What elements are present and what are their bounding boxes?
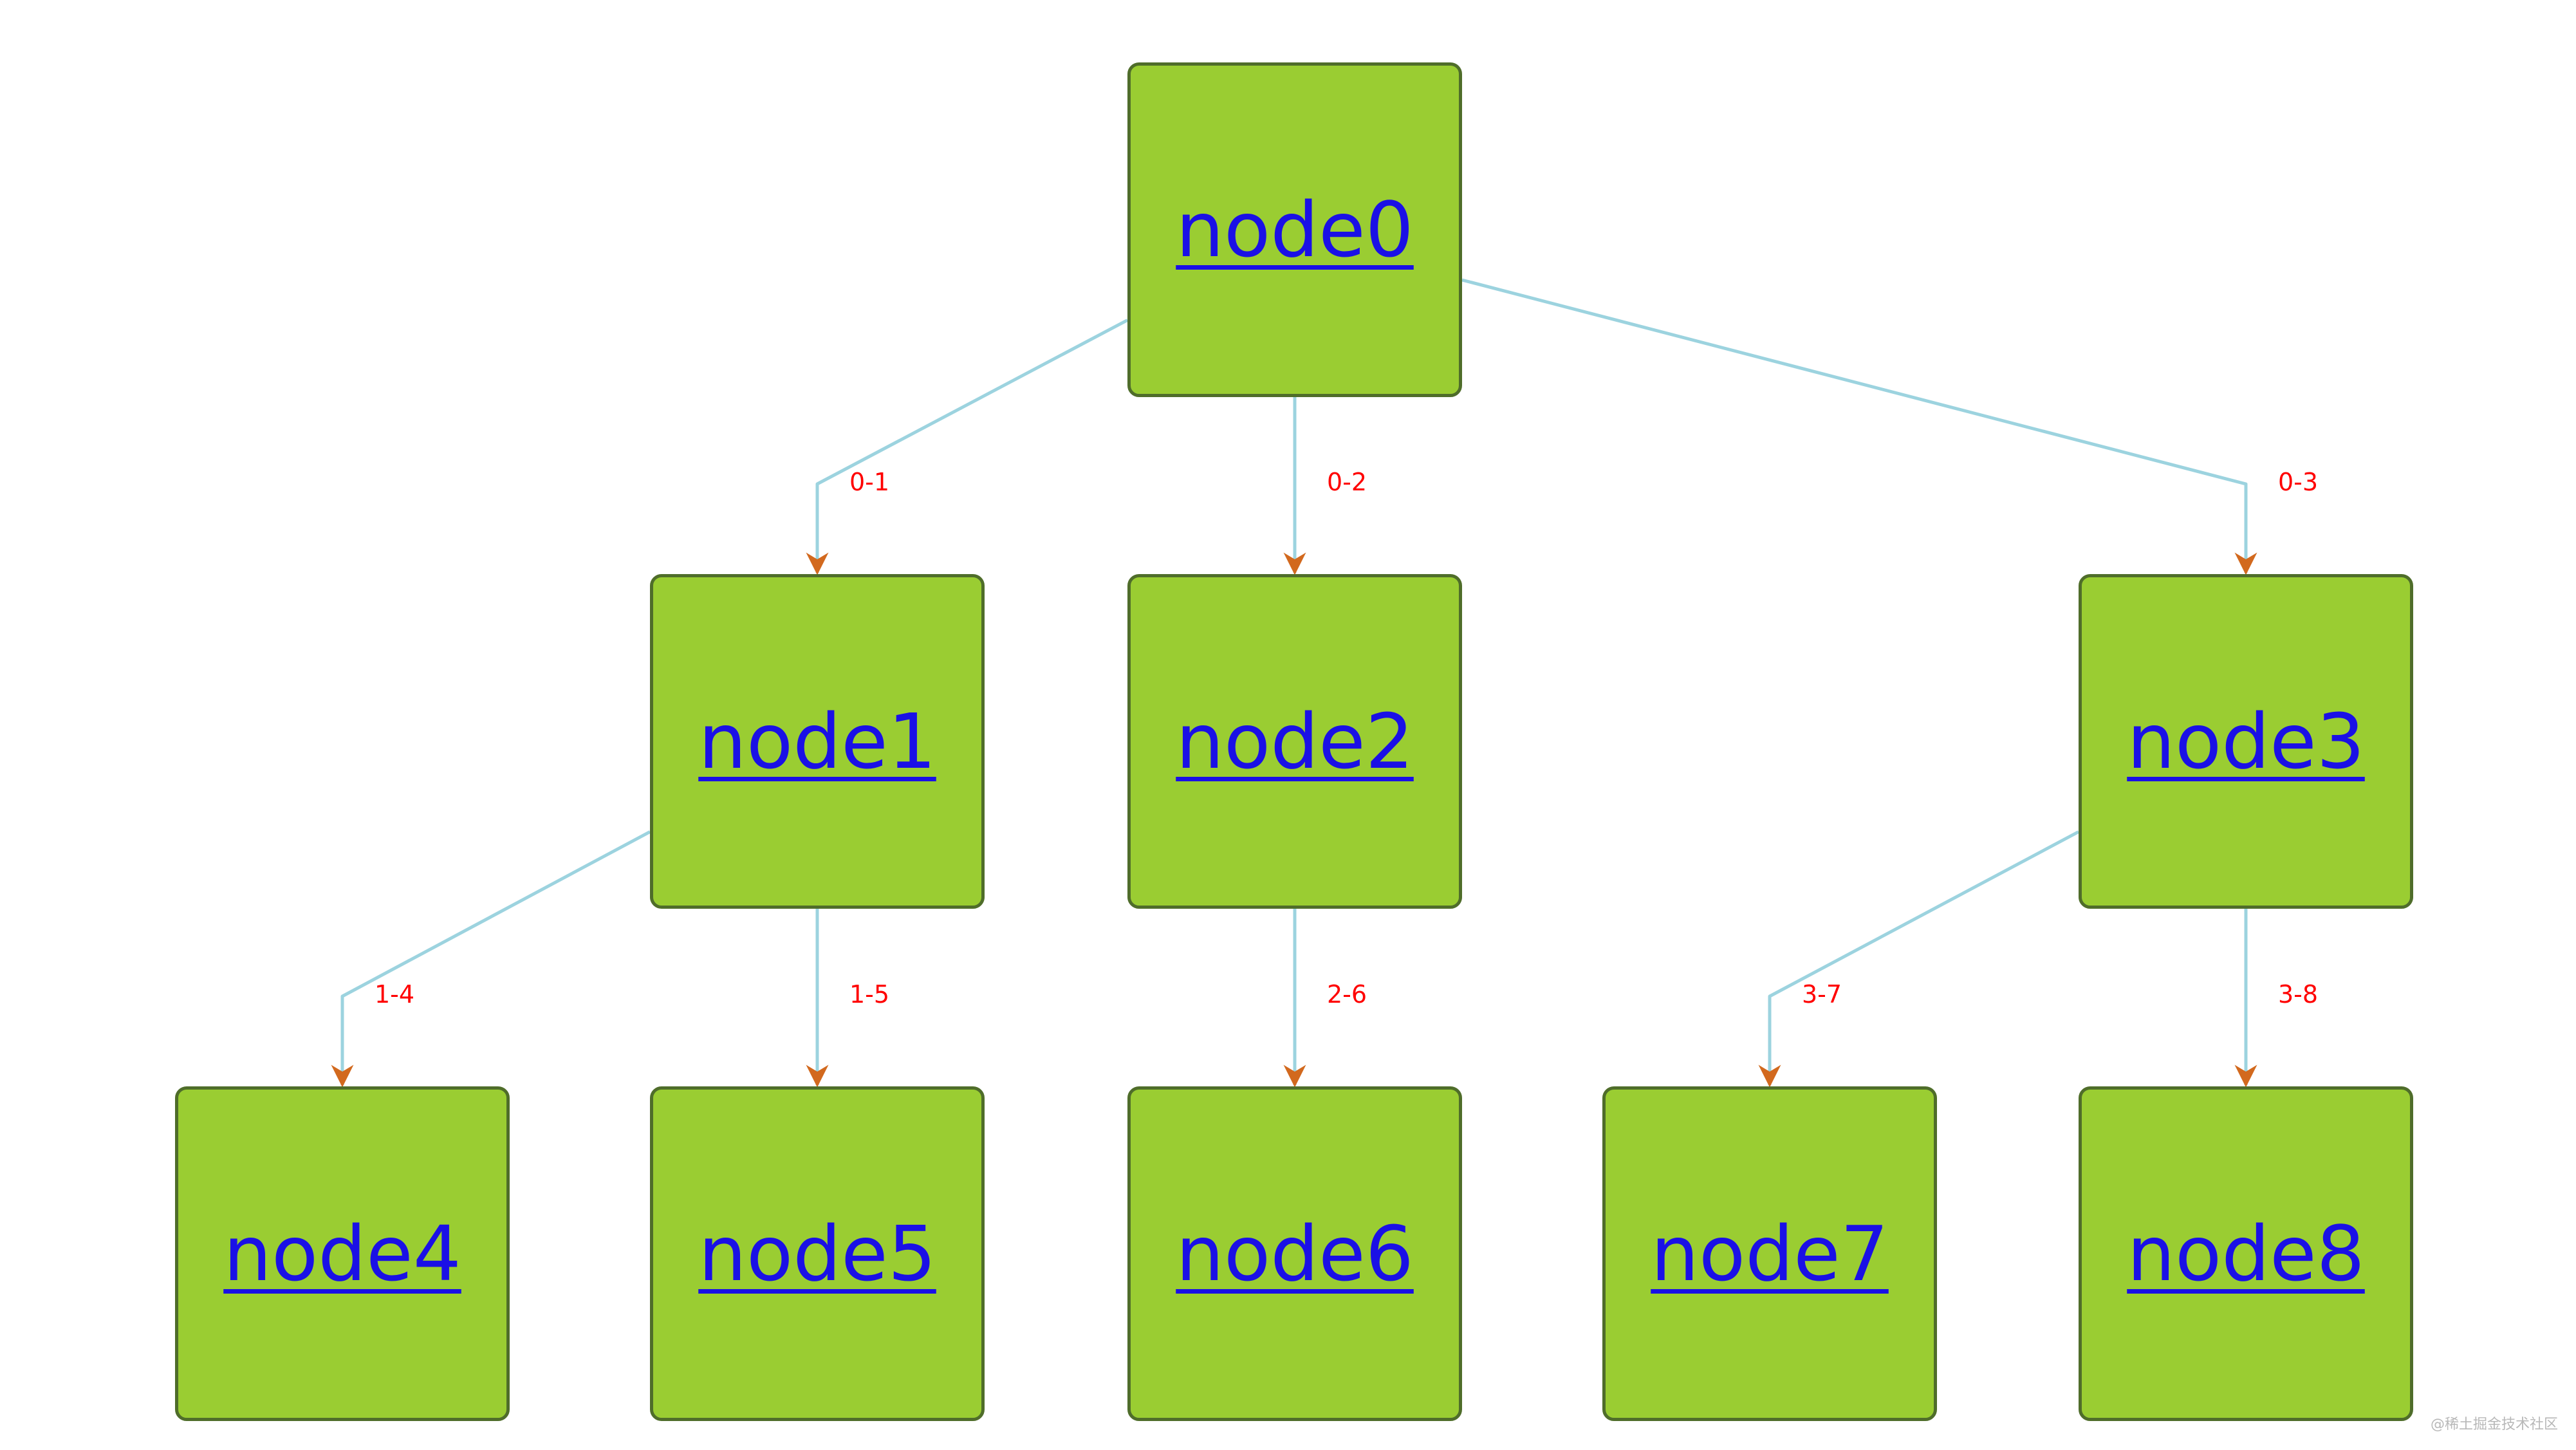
edge-3-8: 3-8 <box>2234 909 2318 1088</box>
node-link-node0[interactable]: node0 <box>1176 185 1414 274</box>
node-link-node4[interactable]: node4 <box>223 1209 461 1298</box>
edge-2-6: 2-6 <box>1283 909 1367 1088</box>
edge-label: 0-3 <box>2278 468 2318 496</box>
node-link-node5[interactable]: node5 <box>698 1209 936 1298</box>
node-link-node2[interactable]: node2 <box>1176 697 1414 786</box>
edge-label: 1-5 <box>849 980 889 1008</box>
node-link-node6[interactable]: node6 <box>1176 1209 1414 1298</box>
edge-1-4: 1-4 <box>331 830 651 1088</box>
node-link-node7[interactable]: node7 <box>1651 1209 1889 1298</box>
watermark: @稀土掘金技术社区 <box>2430 1417 2558 1433</box>
edge-line <box>1758 830 2080 1088</box>
edge-0-3: 0-3 <box>1461 278 2318 575</box>
node-link-node8[interactable]: node8 <box>2127 1209 2365 1298</box>
node-box-node2: node2 <box>1127 574 1462 909</box>
edge-line <box>331 830 651 1088</box>
node-box-node5: node5 <box>650 1086 985 1421</box>
node-box-node8: node8 <box>2079 1086 2413 1421</box>
node-box-node1: node1 <box>650 574 985 909</box>
edge-0-1: 0-1 <box>806 319 1129 575</box>
edge-1-5: 1-5 <box>806 909 889 1088</box>
node-box-node6: node6 <box>1127 1086 1462 1421</box>
edge-label: 3-8 <box>2278 980 2318 1008</box>
edge-line <box>806 319 1129 575</box>
node-link-node1[interactable]: node1 <box>698 697 936 786</box>
node-box-node7: node7 <box>1602 1086 1937 1421</box>
edge-label: 2-6 <box>1327 980 1367 1008</box>
edge-label: 0-1 <box>849 468 889 496</box>
edge-line <box>1461 278 2257 575</box>
node-box-node0: node0 <box>1127 62 1462 397</box>
edge-label: 1-4 <box>375 980 414 1008</box>
node-link-node3[interactable]: node3 <box>2127 697 2365 786</box>
node-box-node4: node4 <box>175 1086 510 1421</box>
edge-label: 3-7 <box>1802 980 1842 1008</box>
edge-3-7: 3-7 <box>1758 830 2080 1088</box>
edge-label: 0-2 <box>1327 468 1367 496</box>
node-box-node3: node3 <box>2079 574 2413 909</box>
edge-0-2: 0-2 <box>1283 397 1367 575</box>
